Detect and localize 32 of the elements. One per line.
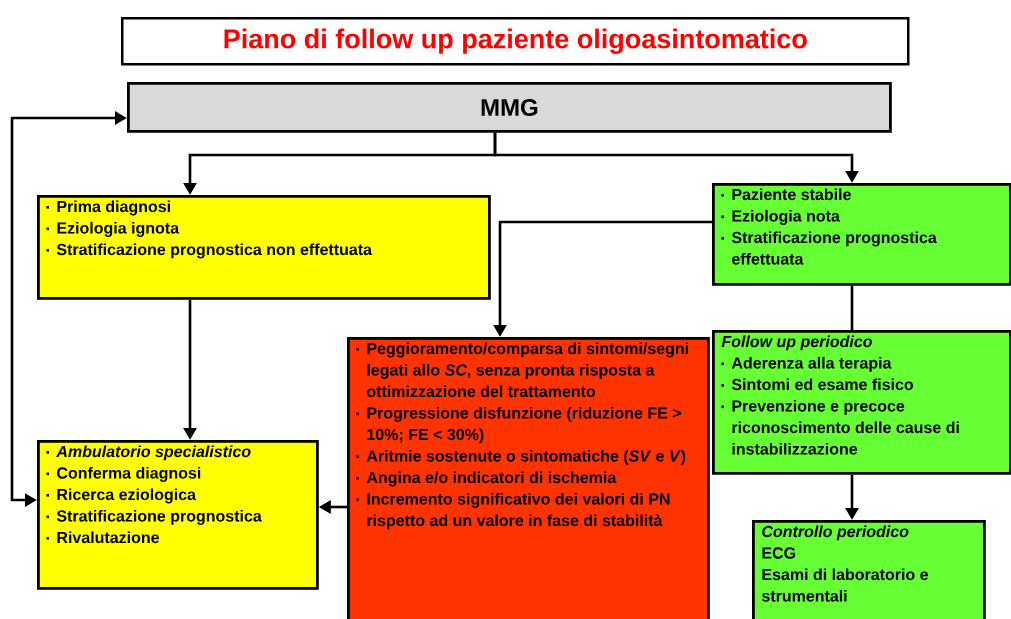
list-item: Aritmie sostenute o sintomatiche (SV e V)	[356, 449, 686, 465]
list-item: Stratificazione prognostica effettuata	[721, 231, 937, 265]
list-item: Aderenza alla terapia	[721, 356, 892, 372]
list-item: ECG	[762, 547, 796, 559]
list-item: Progressione disfunzione (riduzione FE > 10%; FE < 30%)	[356, 406, 681, 444]
list-item: Eziologia ignota	[46, 221, 180, 237]
list-item: Sintomi ed esame fisico	[721, 378, 914, 391]
list-item: Ricerca eziologica	[46, 488, 197, 504]
process-box	[712, 183, 1011, 286]
list-item: Stratificazione prognostica non effettuata	[46, 243, 373, 259]
list-item: Incremento significativo dei valori di PN rispetto ad un valore in fase di stabilità	[356, 492, 670, 530]
list-item: Follow up periodico	[721, 335, 872, 351]
process-box	[37, 195, 491, 300]
list-item: Esami di laboratorio e strumentali	[761, 568, 928, 602]
process-box	[712, 330, 1011, 475]
list-item: Rivalutazione	[46, 531, 159, 544]
list-item: Controllo periodico	[762, 525, 909, 541]
list-item: Ambulatorio specialistico	[46, 445, 251, 461]
list-item: Stratificazione prognostica	[46, 509, 262, 525]
process-box	[127, 82, 892, 133]
list-item: Peggioramento/comparsa di sintomi/segni legati allo SC, senza pronta risposta a ottimizzazione del trattamento	[356, 342, 688, 398]
process-box	[752, 520, 986, 619]
list-item: Prevenzione e precoce riconoscimento delle cause di instabilizzazione	[721, 399, 959, 455]
list-item: Prima diagnosi	[46, 200, 170, 216]
list-item: Paziente stabile	[721, 188, 851, 201]
title-box: Piano di follow up paziente oligoasintomatico	[121, 17, 910, 66]
list-item: Eziologia nota	[721, 209, 840, 225]
process-box	[37, 440, 319, 590]
process-box	[347, 337, 710, 619]
list-item: Angina e/o indicatori di ischemia	[356, 471, 617, 487]
box-label: MMG	[481, 98, 538, 116]
list-item: Conferma diagnosi	[46, 466, 201, 482]
